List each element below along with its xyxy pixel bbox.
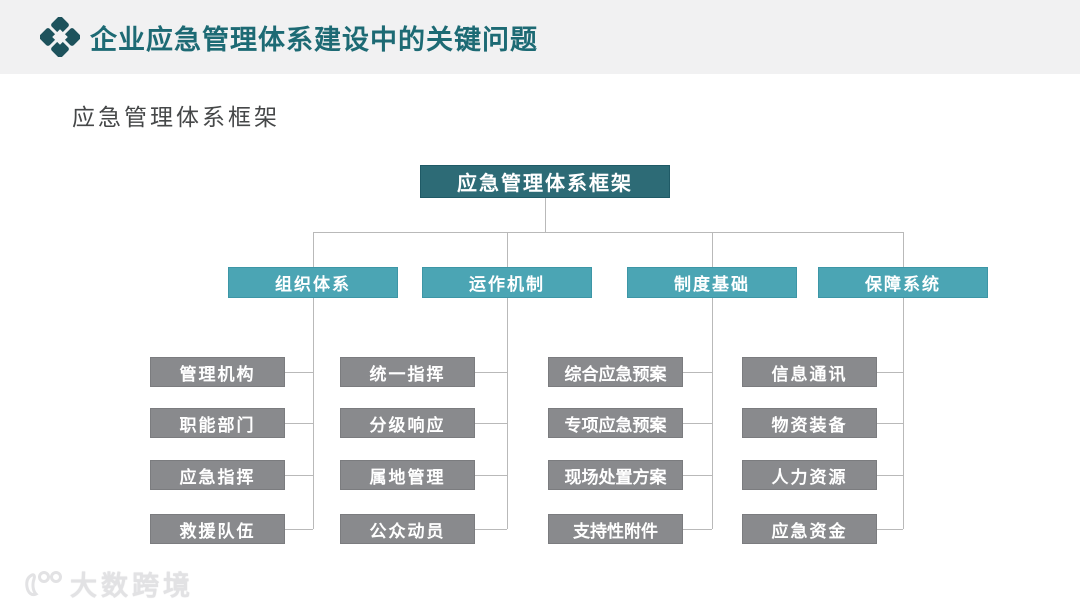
connector-line: [285, 475, 313, 476]
four-diamond-icon: [40, 17, 80, 57]
leaf-node: 物资装备: [742, 408, 877, 438]
connector-line: [877, 423, 903, 424]
connector-line: [683, 475, 712, 476]
connector-line: [313, 298, 314, 529]
leaf-node: 支持性附件: [548, 514, 683, 544]
connector-line: [507, 298, 508, 529]
leaf-node: 统一指挥: [340, 357, 475, 387]
connector-line: [475, 423, 507, 424]
slide-subtitle: 应急管理体系框架: [72, 104, 280, 130]
connector-line: [285, 529, 313, 530]
leaf-node: 专项应急预案: [548, 408, 683, 438]
leaf-node: 公众动员: [340, 514, 475, 544]
connector-line: [877, 372, 903, 373]
connector-line: [475, 372, 507, 373]
leaf-node: 现场处置方案: [548, 460, 683, 490]
connector-line: [712, 298, 713, 529]
connector-line: [475, 475, 507, 476]
root-node: 应急管理体系框架: [420, 165, 670, 198]
leaf-node: 应急资金: [742, 514, 877, 544]
connector-line: [903, 298, 904, 529]
leaf-node: 分级响应: [340, 408, 475, 438]
connector-line: [313, 232, 314, 267]
watermark: 大数跨境: [22, 564, 194, 603]
leaf-node: 人力资源: [742, 460, 877, 490]
connector-line: [903, 232, 904, 267]
watermark-text: 大数跨境: [70, 571, 194, 601]
connector-line: [877, 529, 903, 530]
branch-node-organization: 组织体系: [228, 267, 398, 298]
connector-line: [683, 423, 712, 424]
connector-line: [712, 232, 713, 267]
branch-node-support: 保障系统: [818, 267, 988, 298]
header-band: 企业应急管理体系建设中的关键问题: [0, 0, 1080, 74]
leaf-node: 职能部门: [150, 408, 285, 438]
leaf-node: 管理机构: [150, 357, 285, 387]
connector-line: [683, 372, 712, 373]
connector-line: [475, 529, 507, 530]
connector-line: [285, 423, 313, 424]
branch-node-institution: 制度基础: [627, 267, 797, 298]
watermark-logo-icon: [25, 570, 62, 596]
leaf-node: 属地管理: [340, 460, 475, 490]
connector-line: [507, 232, 508, 267]
connector-line: [877, 475, 903, 476]
connector-line: [285, 372, 313, 373]
connector-line: [683, 529, 712, 530]
connector-line: [313, 232, 903, 233]
slide-title: 企业应急管理体系建设中的关键问题: [90, 24, 538, 55]
leaf-node: 信息通讯: [742, 357, 877, 387]
leaf-node: 综合应急预案: [548, 357, 683, 387]
leaf-node: 应急指挥: [150, 460, 285, 490]
connector-line: [545, 198, 546, 232]
leaf-node: 救援队伍: [150, 514, 285, 544]
branch-node-operation: 运作机制: [422, 267, 592, 298]
